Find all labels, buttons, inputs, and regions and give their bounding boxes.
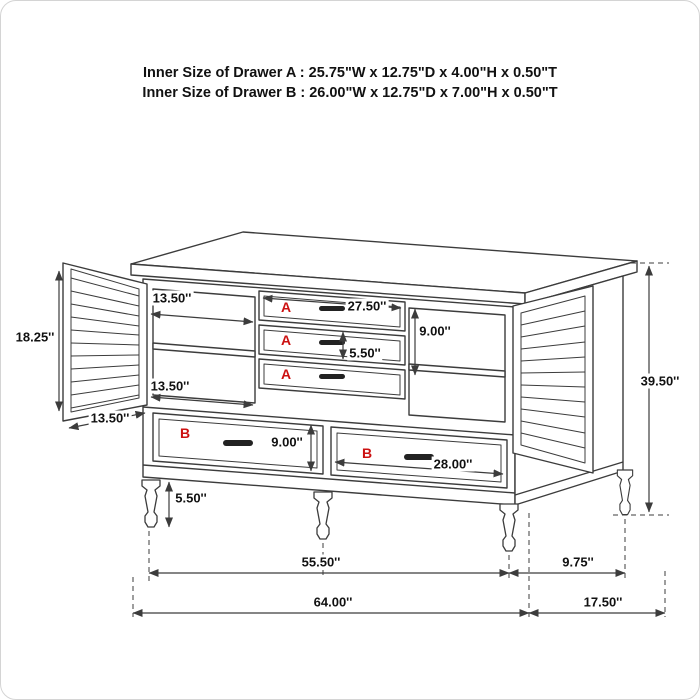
drawer-a1-handle [319, 306, 345, 311]
drawer-section-divider [142, 406, 516, 436]
dimension-lines [55, 265, 666, 617]
drawer-b1-handle [223, 440, 253, 446]
dim-overall-height: 39.50'' [638, 373, 682, 389]
front-left-foot [141, 479, 161, 528]
center-foot [313, 491, 333, 540]
dim-line-shelf-top-width [150, 310, 254, 326]
left-door-louvers [70, 277, 140, 409]
left-door-frame [70, 268, 140, 413]
dim-shelf-bottom-width: 13.50'' [148, 378, 192, 394]
drawer-inner-size-note: Inner Size of Drawer A : 25.75"W x 12.75… [1, 63, 699, 103]
drawer-a-inner-size: Inner Size of Drawer A : 25.75"W x 12.75… [142, 65, 558, 81]
top-edge-right [524, 260, 638, 305]
dim-drawer-b-width: 28.00'' [431, 456, 475, 472]
right-shelf [408, 363, 506, 378]
drawer-a1-label: A [280, 299, 292, 315]
drawer-a2-bevel [263, 329, 401, 362]
drawer-b2-bevel [336, 432, 502, 483]
left-shelf [152, 342, 256, 358]
drawer-a3-handle [319, 374, 345, 379]
dim-drawer-a-height: 5.50'' [347, 345, 383, 361]
right-door-frame [520, 295, 586, 464]
dim-leg-height: 5.50'' [173, 490, 209, 506]
dim-drawer-b-height: 9.00'' [269, 434, 305, 450]
drawer-b-inner-size: Inner Size of Drawer B : 26.00"W x 12.75… [142, 85, 558, 101]
drawer-b2-label: B [361, 445, 373, 461]
drawer-b1-bevel [158, 418, 318, 469]
dim-drawer-a-stack-height: 9.00'' [417, 323, 453, 339]
drawer-a2-label: A [280, 332, 292, 348]
dim-door-height: 18.25'' [13, 329, 57, 345]
dim-line-drawer-b-width [334, 458, 504, 478]
front-base-molding [142, 464, 516, 494]
drawer-a3-bevel [263, 363, 401, 396]
drawer-b2-handle [404, 454, 434, 460]
dim-door-width: 13.50'' [88, 410, 132, 426]
drawer-a2-handle [319, 340, 345, 345]
front-right-foot [499, 503, 519, 552]
dim-shelf-top-width: 13.50'' [150, 290, 194, 306]
dim-line-shelf-bottom-width [150, 393, 254, 409]
right-door [512, 285, 594, 474]
extension-lines [132, 262, 669, 617]
drawer-b1-label: B [179, 425, 191, 441]
dim-overall-width: 64.00'' [311, 594, 355, 610]
dim-side-leg-span: 9.75'' [560, 554, 596, 570]
left-door [62, 262, 148, 422]
side-base-molding [514, 461, 624, 496]
dim-drawer-a-width: 27.50'' [345, 298, 389, 314]
dim-front-leg-span: 55.50'' [299, 554, 343, 570]
doors [62, 262, 594, 474]
dim-overall-depth: 17.50'' [581, 594, 625, 610]
back-right-foot [616, 469, 634, 516]
drawer-a3-label: A [280, 366, 292, 382]
right-door-louvers [520, 310, 586, 449]
